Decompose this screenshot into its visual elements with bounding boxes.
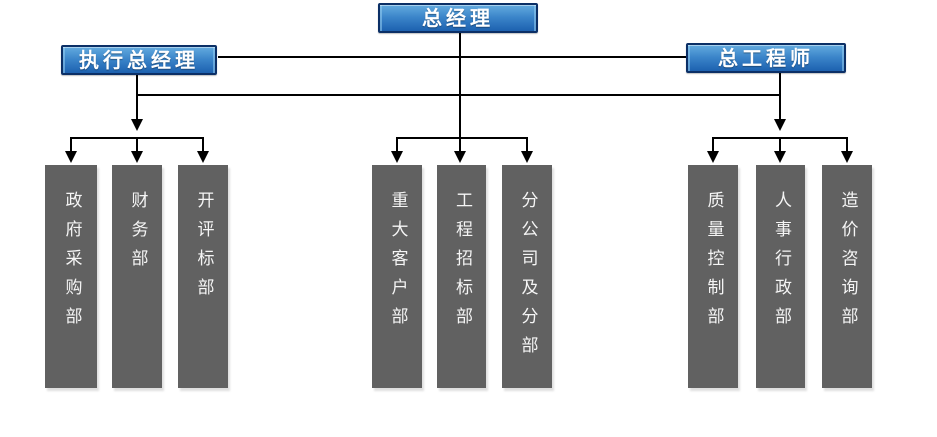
arrow-down-icon (65, 151, 77, 163)
dept-label: 分公司及分部 (517, 191, 538, 365)
connector-line-drop (526, 138, 528, 151)
org-node-executive-general-manager: 执行总经理 (61, 45, 217, 75)
org-node-label: 总工程师 (718, 46, 814, 70)
dept-box-branches: 分公司及分部 (502, 165, 552, 388)
dept-box-hr-administration: 人事行政部 (756, 165, 805, 388)
dept-box-bid-opening-evaluation: 开评标部 (178, 165, 228, 388)
dept-label: 财务部 (127, 191, 148, 278)
connector-line-egm-down (136, 75, 138, 119)
connector-line-drop (396, 138, 398, 151)
dept-label: 政府采购部 (61, 191, 82, 336)
arrow-down-icon (774, 151, 786, 163)
dept-label: 开评标部 (193, 191, 214, 307)
dept-box-engineering-bidding: 工程招标部 (437, 165, 486, 388)
arrow-down-icon (131, 119, 143, 131)
connector-line-ce-down (779, 73, 781, 119)
dept-box-finance: 财务部 (112, 165, 162, 388)
org-node-label: 执行总经理 (79, 48, 199, 72)
arrow-down-icon (391, 151, 403, 163)
dept-label: 人事行政部 (771, 191, 791, 336)
connector-line-crosslink (136, 94, 781, 96)
dept-label: 重大客户部 (387, 191, 408, 336)
arrow-down-icon (197, 151, 209, 163)
connector-line-drop (136, 138, 138, 151)
connector-line-drop (846, 138, 848, 151)
dept-label: 工程招标部 (452, 191, 472, 336)
org-node-label: 总经理 (422, 6, 494, 30)
connector-line-drop (70, 138, 72, 151)
arrow-down-icon (707, 151, 719, 163)
connector-line-drop (779, 138, 781, 151)
arrow-down-icon (774, 119, 786, 131)
connector-line-drop (202, 138, 204, 151)
arrow-down-icon (454, 151, 466, 163)
dept-label: 造价咨询部 (837, 191, 858, 336)
arrow-down-icon (841, 151, 853, 163)
org-node-general-manager: 总经理 (378, 3, 538, 33)
dept-box-government-procurement: 政府采购部 (45, 165, 97, 388)
dept-box-major-clients: 重大客户部 (372, 165, 422, 388)
arrow-down-icon (131, 151, 143, 163)
connector-line-middle-group (396, 137, 528, 139)
dept-box-quality-control: 质量控制部 (688, 165, 738, 388)
connector-line-level2 (218, 56, 686, 58)
arrow-down-icon (521, 151, 533, 163)
connector-line-gm-down (459, 33, 461, 151)
dept-label: 质量控制部 (703, 191, 724, 336)
org-node-chief-engineer: 总工程师 (686, 43, 846, 73)
connector-line-drop (712, 138, 714, 151)
dept-box-cost-consulting: 造价咨询部 (822, 165, 872, 388)
